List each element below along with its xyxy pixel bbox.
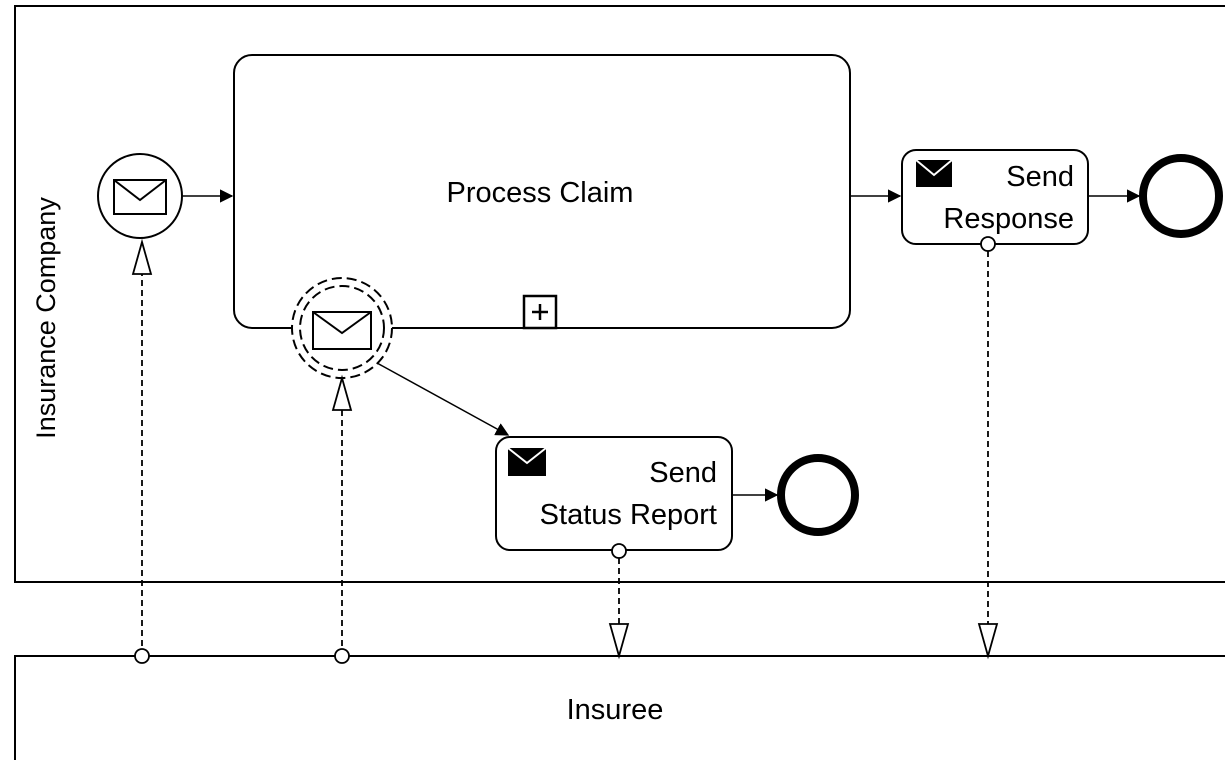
end-event-response[interactable] [1139,154,1223,238]
message-flow-response-to-insuree [977,236,999,660]
insuree-pool-label: Insuree [567,694,664,726]
insurance-company-pool-label: Insurance Company [31,197,61,439]
send-status-label-line2: Status Report [540,499,717,531]
process-claim-subprocess[interactable]: Process Claim [233,54,851,330]
envelope-icon [312,311,372,350]
process-claim-label: Process Claim [447,177,634,209]
insuree-pool: Insuree [14,655,1225,760]
sequence-flow-boundary-to-status [376,362,510,436]
message-flow-insuree-to-boundary [331,374,353,664]
boundary-message-event[interactable] [291,277,393,379]
message-flow-insuree-to-start [131,238,153,664]
send-response-label-line1: Send [1006,161,1074,193]
end-event-status[interactable] [777,454,859,536]
filled-envelope-icon [915,159,953,187]
send-response-label-line2: Response [943,203,1074,235]
plus-box-icon [522,294,558,330]
message-flow-status-to-insuree [608,543,630,660]
send-response-task[interactable]: Send Response [901,149,1089,245]
message-start-event[interactable] [97,153,183,239]
envelope-icon [113,179,167,215]
send-status-label-line1: Send [649,457,717,489]
send-status-report-task[interactable]: Send Status Report [495,436,733,551]
filled-envelope-icon [507,447,547,476]
